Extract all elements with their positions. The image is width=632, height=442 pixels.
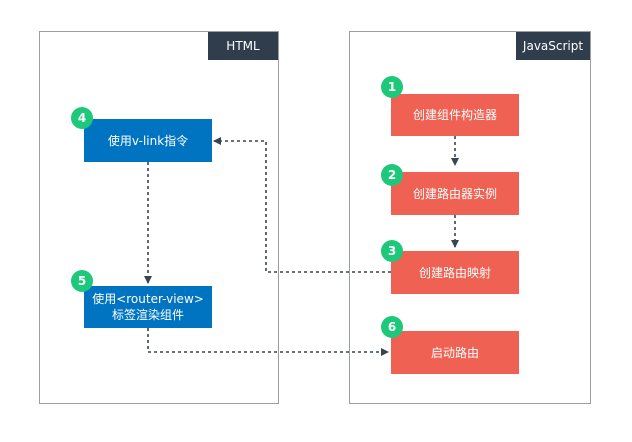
step-badge-1: 1 (381, 76, 403, 98)
step-badge-6: 6 (381, 316, 403, 338)
node-create-router-instance: 创建路由器实例 (391, 172, 519, 215)
step-badge-2: 2 (381, 164, 403, 186)
node-create-route-map-label: 创建路由映射 (418, 265, 491, 280)
node-use-router-view-line1: 使用<router-view> (92, 292, 204, 306)
node-use-v-link: 使用v-link指令 (84, 119, 212, 162)
node-create-route-map: 创建路由映射 (391, 251, 519, 294)
node-use-router-view-line2: 标签渲染组件 (111, 308, 184, 322)
html-panel: HTML (39, 31, 279, 404)
step-badge-3: 3 (381, 240, 403, 262)
node-start-router-label: 启动路由 (430, 345, 479, 360)
node-start-router: 启动路由 (391, 331, 519, 374)
html-panel-tag: HTML (208, 32, 278, 60)
step-badge-5: 5 (71, 270, 93, 292)
node-create-component-constructor-label: 创建组件构造器 (412, 108, 497, 122)
node-use-v-link-label: 使用v-link指令 (107, 133, 189, 148)
step-badge-4: 4 (71, 107, 93, 129)
javascript-panel-tag: JavaScript (516, 32, 590, 60)
arrow-5-to-6 (147, 328, 389, 356)
arrow-3-to-4 (213, 137, 391, 273)
node-create-component-constructor: 创建组件构造器 (391, 94, 519, 136)
node-use-router-view: 使用<router-view> 标签渲染组件 (84, 286, 212, 328)
node-create-router-instance-label: 创建路由器实例 (412, 186, 497, 201)
